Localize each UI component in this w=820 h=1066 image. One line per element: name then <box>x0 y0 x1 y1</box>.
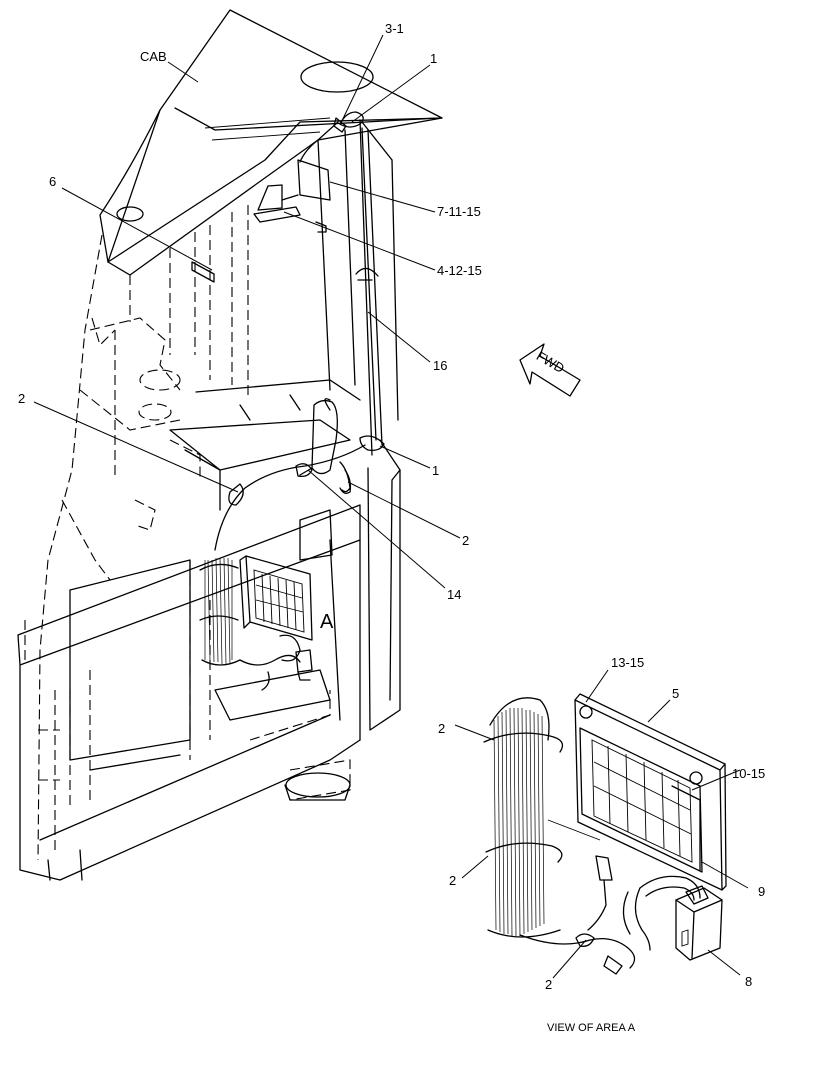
detail-view-a <box>483 693 727 975</box>
antenna-bracket <box>253 111 364 233</box>
label-8: 8 <box>745 974 752 989</box>
label-cab: CAB <box>140 49 167 64</box>
label-10-15: 10-15 <box>732 766 765 781</box>
view-caption: VIEW OF AREA A <box>547 1022 636 1034</box>
label-9: 9 <box>758 884 765 899</box>
label-4-12-15: 4-12-15 <box>437 263 482 278</box>
main-view-module <box>239 555 313 662</box>
label-1-mid: 1 <box>432 463 439 478</box>
label-2-mid: 2 <box>462 533 469 548</box>
label-16: 16 <box>433 358 447 373</box>
label-6: 6 <box>49 174 56 189</box>
label-3-1: 3-1 <box>385 21 404 36</box>
fwd-arrow <box>519 343 581 397</box>
label-5: 5 <box>672 686 679 701</box>
part-6-decal <box>191 261 215 283</box>
label-2-detail-mid: 2 <box>449 873 456 888</box>
main-view-harness <box>199 444 366 691</box>
part-16-cable <box>355 127 385 452</box>
label-2-left: 2 <box>18 391 25 406</box>
label-7-11-15: 7-11-15 <box>437 204 481 219</box>
label-fwd: FWD <box>534 348 567 376</box>
label-14: 14 <box>447 587 461 602</box>
cab-frame <box>17 119 401 881</box>
label-1-top: 1 <box>430 51 437 66</box>
leader-lines <box>33 34 749 979</box>
label-2-detail-top: 2 <box>438 721 445 736</box>
label-2-detail-bottom: 2 <box>545 977 552 992</box>
cab-dashed-outline <box>24 205 351 861</box>
label-area-a: A <box>320 611 334 633</box>
cab-roof <box>99 9 443 276</box>
label-13-15: 13-15 <box>611 655 644 670</box>
